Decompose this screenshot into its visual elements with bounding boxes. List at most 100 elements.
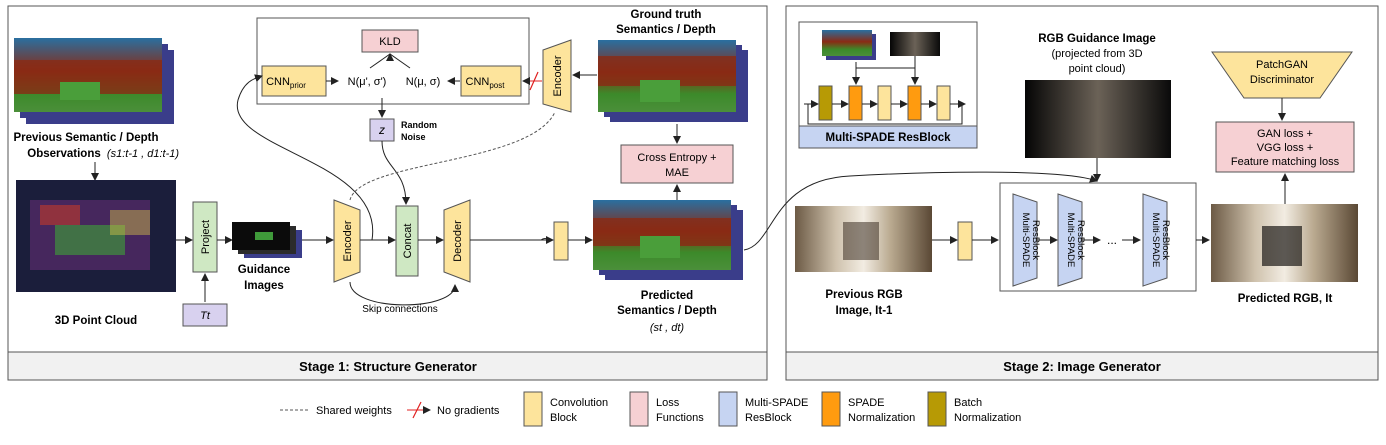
conv-block-stage1 (553, 221, 569, 261)
skip-connections-label: Skip connections (362, 304, 438, 315)
resblock-1-line2: ResBlock (1030, 220, 1041, 260)
predicted-line1: Predicted (641, 290, 693, 302)
z-box: z (369, 118, 395, 142)
legend-conv-swatch (523, 391, 543, 427)
loss-line1: GAN loss + (1257, 128, 1313, 140)
legend-batch-line1: Batch (954, 397, 982, 409)
stage1-title: Stage 1: Structure Generator (299, 359, 477, 374)
legend-loss-swatch (629, 391, 649, 427)
legend-msr-line1: Multi-SPADE (745, 397, 808, 409)
n-post: N(μ, σ) (406, 76, 441, 88)
random-noise-line2: Noise (401, 132, 426, 142)
prev-obs-line2: Observations (27, 148, 101, 160)
posterior-encoder-block: Encoder (542, 39, 572, 113)
multispade-resblock-panel: Multi-SPADE ResBlock (798, 21, 978, 149)
legend-spade-swatch (821, 391, 841, 427)
tt-block: Tt (182, 303, 228, 327)
legend-msr-swatch (718, 391, 738, 427)
multispade-title: Multi-SPADE ResBlock (825, 132, 951, 144)
prev-rgb-line1: Previous RGB (825, 289, 902, 301)
resblock-3-line2: ResBlock (1160, 220, 1171, 260)
project-block: Project (192, 201, 218, 273)
project-label: Project (200, 220, 212, 254)
rgb-guidance-sub1: (projected from 3D (1051, 48, 1142, 60)
patchgan-line1: PatchGAN (1256, 59, 1308, 71)
n-prior: N(μ', σ') (348, 76, 387, 88)
predicted-rgb-doorway (1262, 226, 1302, 266)
decoder-block: Decoder (443, 199, 471, 283)
resblock-2-line2: ResBlock (1075, 220, 1086, 260)
resblock-2: Multi-SPADE ResBlock (1057, 193, 1086, 287)
cross-entropy-box: Cross Entropy + MAE (620, 144, 734, 184)
patchgan-block: PatchGAN Discriminator (1211, 51, 1353, 99)
loss-line3: Feature matching loss (1231, 156, 1340, 168)
loss-line2: VGG loss + (1257, 142, 1314, 154)
cross-entropy-line2: MAE (665, 167, 689, 179)
predicted-semantics-images (593, 200, 743, 280)
legend-conv-line2: Block (550, 412, 577, 424)
encoder-block: Encoder (333, 199, 361, 283)
predicted-math: (st , dt) (650, 322, 685, 334)
previous-semantic-images (14, 38, 174, 124)
z-label: z (378, 123, 385, 137)
cnn-prior-label: CNN (266, 76, 290, 88)
tt-label: Tt (200, 310, 211, 322)
resblock-2-line1: Multi-SPADE (1065, 213, 1076, 268)
gt-line1: Ground truth (631, 9, 702, 21)
previous-rgb-doorway (843, 222, 879, 260)
decoder-label: Decoder (452, 220, 464, 262)
guidance-line1: Guidance (238, 264, 290, 276)
no-gradient-mark (529, 71, 539, 91)
ground-truth-images (598, 40, 748, 122)
cnn-prior-sub: prior (290, 81, 306, 90)
cross-entropy-line1: Cross Entropy + (637, 152, 716, 164)
resblock-3-line1: Multi-SPADE (1150, 213, 1161, 268)
conv-block-stage2 (957, 221, 973, 261)
legend-loss-line2: Functions (656, 412, 704, 424)
stage-connector (743, 171, 1098, 251)
predicted-rgb-label: Predicted RGB, It (1238, 293, 1333, 305)
legend-conv-line1: Convolution (550, 397, 608, 409)
cnn-post-box: CNNpost (460, 65, 522, 97)
legend-loss-line1: Loss (656, 397, 680, 409)
legend-batch-line2: Normalization (954, 412, 1021, 424)
prev-obs-line1: Previous Semantic / Depth (13, 132, 158, 144)
resblock-1: Multi-SPADE ResBlock (1012, 193, 1041, 287)
rgb-guidance-image (1025, 80, 1171, 158)
point-cloud-image (16, 180, 176, 292)
legend-spade-line1: SPADE (848, 397, 884, 409)
patchgan-line2: Discriminator (1250, 74, 1315, 86)
kld-label: KLD (379, 36, 400, 48)
legend-msr-line2: ResBlock (745, 412, 792, 424)
svg-text:CNNprior: CNNprior (266, 76, 306, 90)
concat-label: Concat (402, 224, 414, 259)
prev-obs-math: (s1:t-1 , d1:t-1) (107, 148, 179, 160)
shared-weights-connector (349, 111, 556, 201)
legend-batch-swatch (927, 391, 947, 427)
resblock-3: Multi-SPADE ResBlock (1142, 193, 1171, 287)
rgb-guidance-title: RGB Guidance Image (1038, 33, 1156, 45)
predicted-line2: Semantics / Depth (617, 305, 717, 317)
legend-spade-line2: Normalization (848, 412, 915, 424)
legend: Shared weights No gradients Convolution … (280, 391, 1021, 427)
cnn-post-label: CNN (466, 76, 490, 88)
random-noise-line1: Random (401, 120, 437, 130)
guidance-images (232, 222, 302, 258)
cnn-prior-box: CNNprior (261, 65, 327, 97)
stage2-title: Stage 2: Image Generator (1003, 359, 1161, 374)
svg-text:CNNpost: CNNpost (466, 76, 506, 90)
point-cloud-label: 3D Point Cloud (55, 315, 137, 327)
gt-line2: Semantics / Depth (616, 24, 716, 36)
resblock-1-line1: Multi-SPADE (1020, 213, 1031, 268)
posterior-encoder-label: Encoder (552, 55, 564, 96)
prev-rgb-line2: Image, It-1 (836, 305, 893, 317)
guidance-line2: Images (244, 280, 284, 292)
gan-loss-box: GAN loss + VGG loss + Feature matching l… (1215, 121, 1355, 173)
concat-block: Concat (395, 205, 419, 277)
kld-box: KLD (361, 29, 419, 53)
rgb-guidance-sub2: point cloud) (1069, 63, 1126, 75)
cnn-post-sub: post (489, 81, 505, 90)
legend-nograd: No gradients (437, 405, 500, 417)
encoder-label: Encoder (342, 220, 354, 261)
legend-shared: Shared weights (316, 405, 392, 417)
